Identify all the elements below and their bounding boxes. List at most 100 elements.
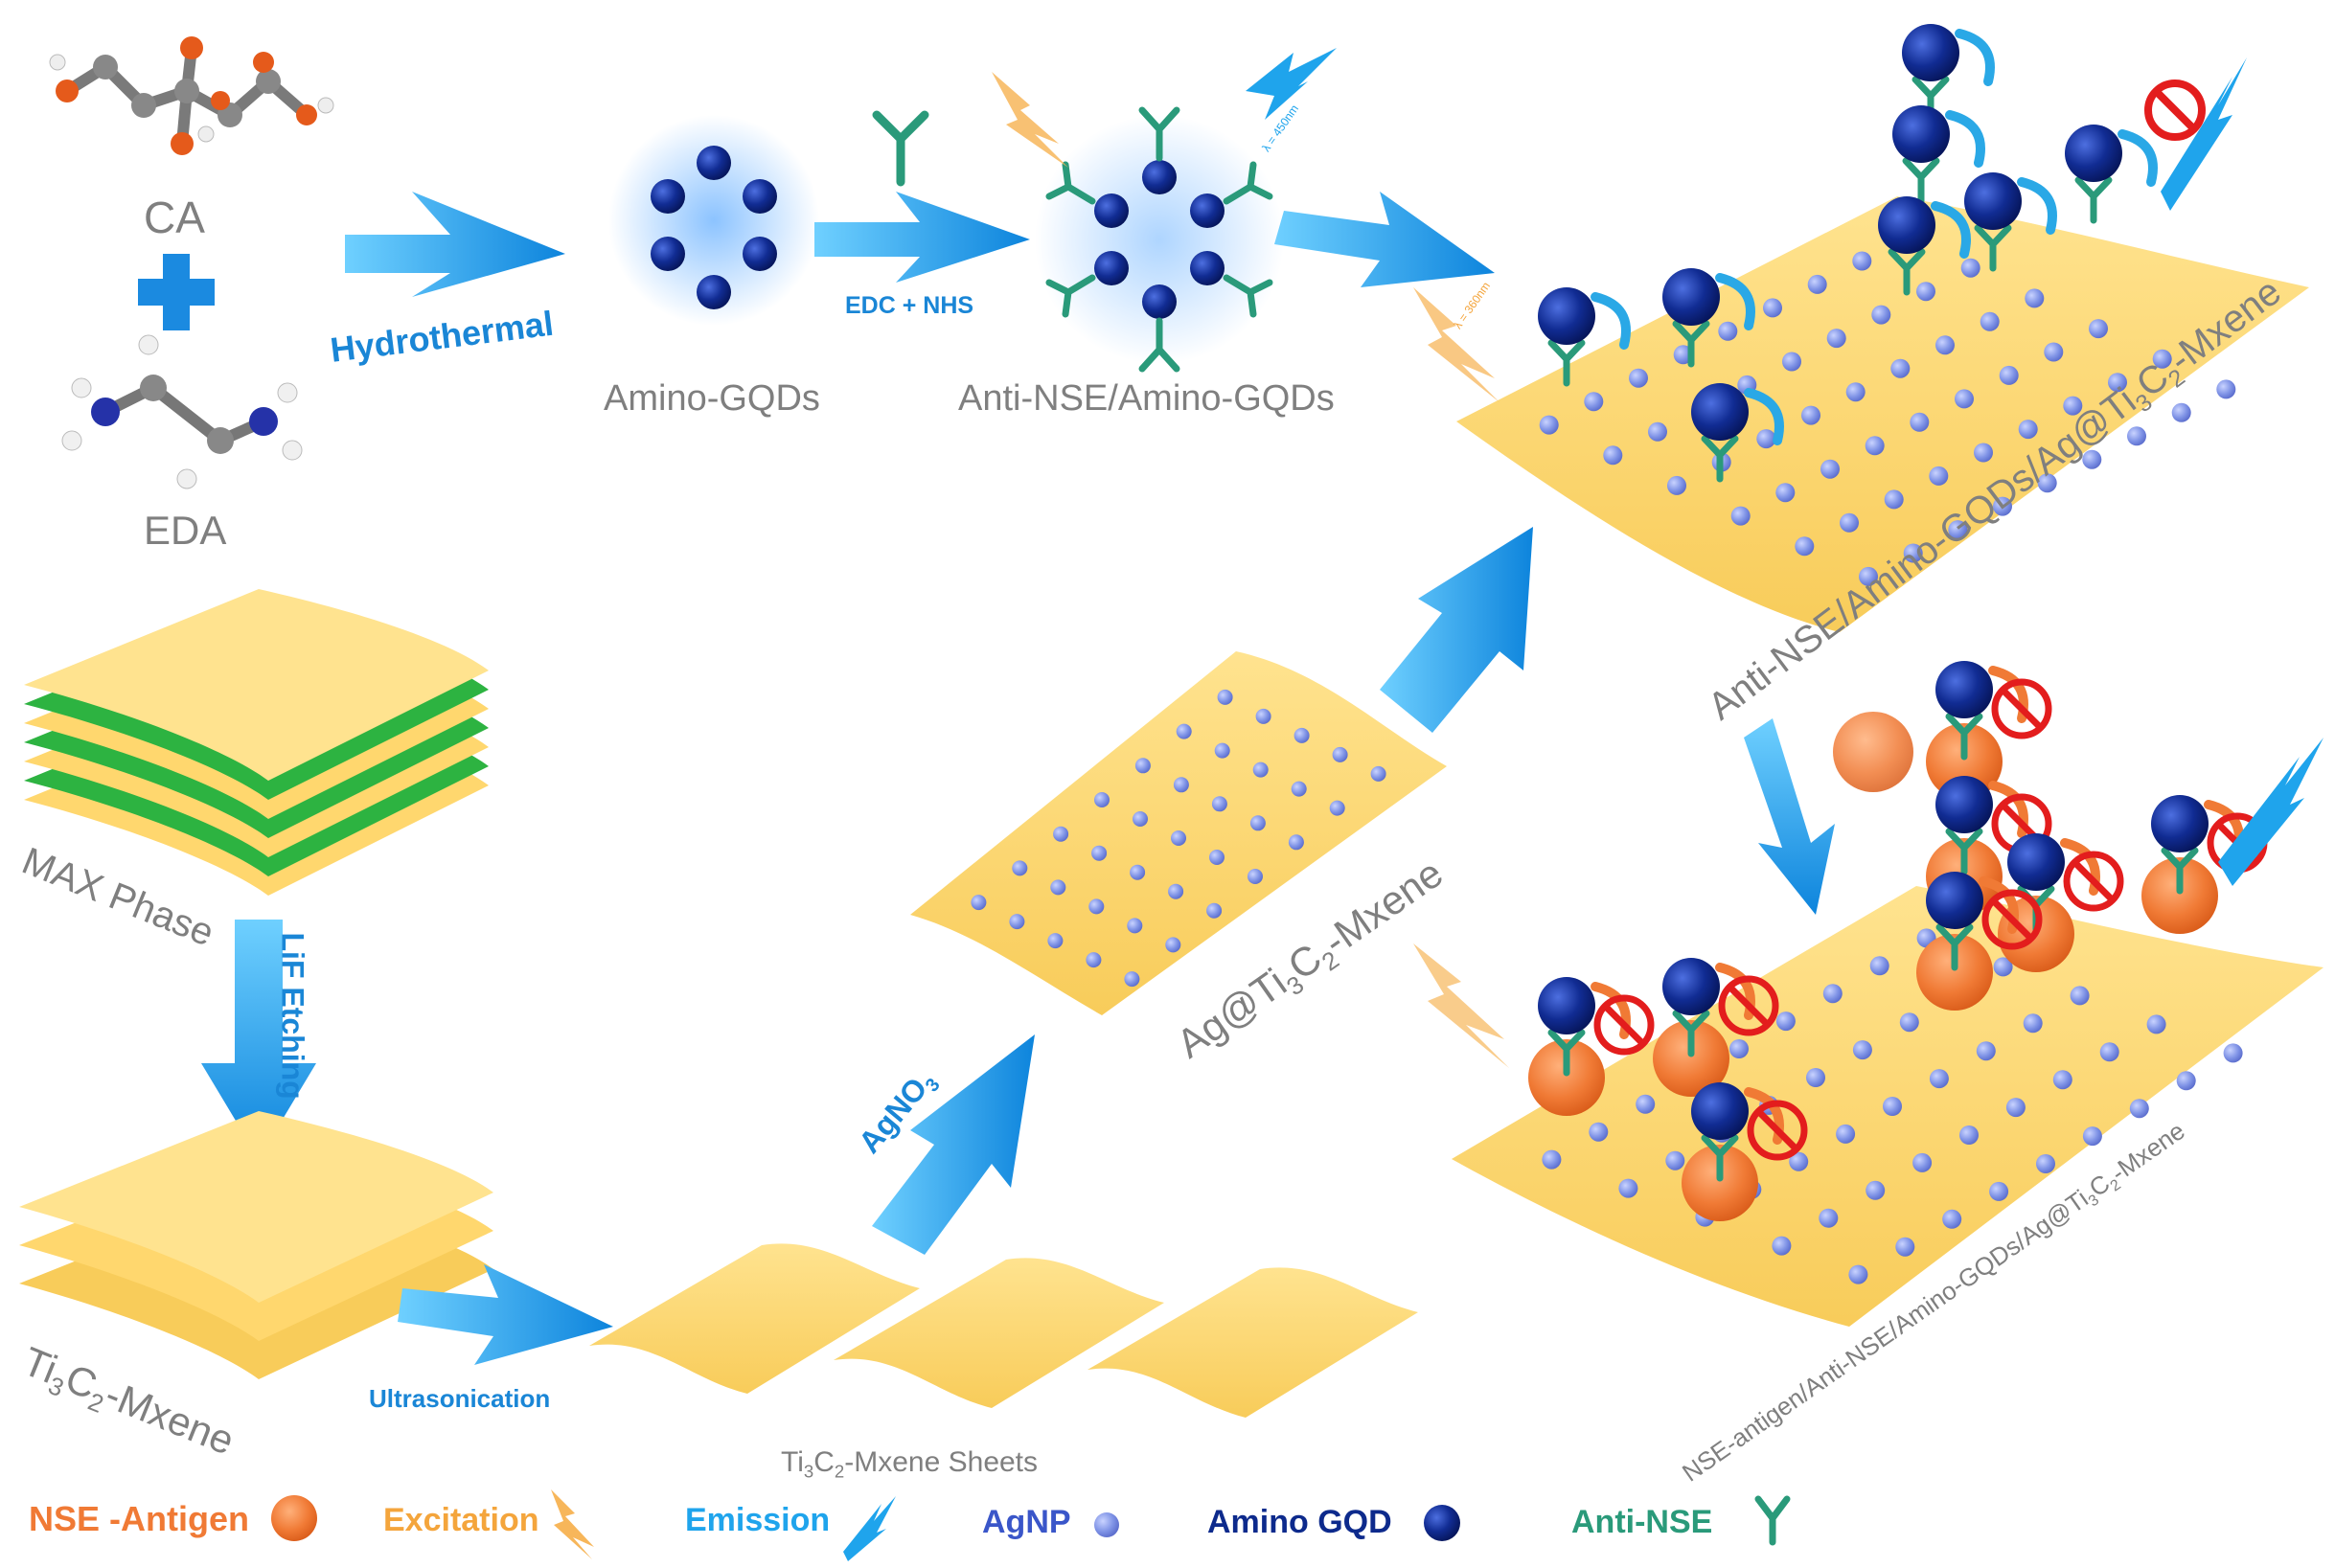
amino-gqd [1538, 977, 1595, 1034]
anti-nse-antibody [1945, 828, 1983, 875]
agnp-dot [2216, 379, 2236, 399]
agnp-dot [1903, 543, 1923, 563]
agnp-dot [2082, 1126, 2102, 1147]
label-mxene-sheets: Ti3C2-Mxene Sheets [781, 1446, 1039, 1482]
no-emission-icon [1593, 994, 1655, 1056]
anti-nse-antibody [1701, 435, 1739, 483]
agnp-dot [1165, 937, 1181, 953]
agnp-dot [1866, 1180, 1886, 1200]
agnp-dot [1976, 1041, 1996, 1061]
agnp-dot [1086, 952, 1102, 968]
no-emission-icon [1747, 1100, 1808, 1161]
agnp-dot [1050, 879, 1066, 896]
agnp-dot [1822, 984, 1843, 1004]
agnp-dot [2129, 1099, 2149, 1119]
label-lif-etching: LiF Etching [275, 932, 310, 1100]
agnp-dot [2099, 1042, 2119, 1062]
agnp-dot [1133, 811, 1148, 827]
energy-transfer-arrow [1945, 110, 1985, 168]
agnp-dot [1091, 845, 1108, 861]
no-emission-icon [1992, 899, 2032, 940]
legend-anti-nse-label: Anti-NSE [1571, 1504, 1713, 1540]
agnp-dot [1729, 1039, 1749, 1058]
anti-nse-antibody [1935, 923, 1974, 971]
agnp-dot [2127, 426, 2146, 446]
agnp-dot [1206, 902, 1223, 919]
agnp-dot [2070, 986, 2090, 1006]
agnp-dot [1955, 389, 1974, 409]
excitation-bolt-icon [992, 72, 1068, 168]
nse-antigen-particle [1926, 723, 2003, 800]
agnp-dot [1895, 1237, 1915, 1257]
agnp-dot [1865, 436, 1885, 456]
agnp-dot [1840, 512, 1859, 533]
agnp-dot [2044, 342, 2064, 362]
legend-nse-antigen-label: NSE -Antigen [29, 1499, 249, 1538]
amino-gqd [1935, 661, 1993, 718]
agnp-dot [1370, 765, 1386, 782]
agnp-dot [1959, 1125, 1979, 1145]
agnp-dot [1884, 489, 1904, 510]
amino-gqd [2151, 795, 2209, 852]
agno3-arrow [872, 1034, 1035, 1255]
agnp-dot [2108, 373, 2127, 393]
antibody-reagent-icon [872, 110, 929, 187]
agnp-dot [1329, 800, 1345, 816]
agnp-dot [1775, 1011, 1796, 1032]
agnp-dot [1288, 834, 1304, 851]
anti-nse-antibody [1547, 339, 1586, 387]
agnp-dot [2023, 1013, 2043, 1034]
excitation-bolt-icon-3 [1413, 943, 1509, 1068]
nse-antigen-particle [1682, 1145, 1758, 1221]
no-emission-icon [2063, 851, 2124, 912]
agnp-dot [1801, 405, 1820, 425]
agnp-dot [1214, 742, 1230, 759]
agnp-dot [2063, 396, 2083, 416]
amino-gqd [1964, 172, 2022, 230]
agnp-dot [1730, 506, 1751, 526]
emission-bolt-icon [1246, 48, 1337, 120]
nse-antigen-particle [1528, 1039, 1605, 1116]
no-emission-icon [1757, 1110, 1797, 1150]
agnp-dot [1255, 708, 1271, 724]
label-edc-nhs: EDC + NHS [845, 292, 974, 319]
agnp-dot [1629, 368, 1648, 388]
no-emission-icon [1728, 986, 1769, 1026]
amino-gqd [1892, 105, 1950, 163]
agnp-dot [1960, 258, 1980, 278]
anti-nse-antibody [1672, 320, 1710, 368]
agnp-dot [1171, 830, 1186, 846]
agnp-dot [2082, 449, 2102, 469]
anti-nse-gqds-cluster [1035, 106, 1284, 373]
agnp-dot [1539, 415, 1559, 435]
agnp-dot [1217, 689, 1233, 705]
to-sensor-arrow [1274, 192, 1495, 287]
agnp-dot [1993, 496, 2012, 516]
max-phase-stack [24, 589, 489, 896]
amino-gqd [1691, 383, 1749, 441]
agnp-dot [1993, 957, 2013, 977]
legend-agnp-icon [1094, 1512, 1119, 1537]
amino-gqd [2065, 125, 2122, 182]
agnp-dot [1542, 1149, 1562, 1170]
agnp-dot [2018, 420, 2038, 440]
agnp-dot [1820, 459, 1840, 479]
no-emission-icon [2073, 861, 2114, 901]
agnp-dot [1859, 566, 1878, 586]
agnp-dot [1718, 321, 1738, 341]
agnp-dot [1665, 1150, 1685, 1170]
agnp-dot [1667, 475, 1686, 495]
no-emission-icon [1991, 678, 2052, 739]
citric-acid-molecule [49, 36, 334, 155]
agnp-dot [1211, 796, 1227, 812]
agnp-dot [1910, 412, 1930, 432]
no-emission-icon [1718, 975, 1779, 1036]
emission-bolt-icon-2 [2161, 57, 2247, 211]
agnp-dot [1648, 421, 1667, 442]
amino-gqd [1662, 958, 1720, 1015]
label-ultrasonication: Ultrasonication [369, 1384, 551, 1413]
excitation-bolt-icon-2 [1413, 287, 1499, 402]
agnp-dot [1806, 1068, 1825, 1087]
agnp-dot [1807, 274, 1827, 294]
